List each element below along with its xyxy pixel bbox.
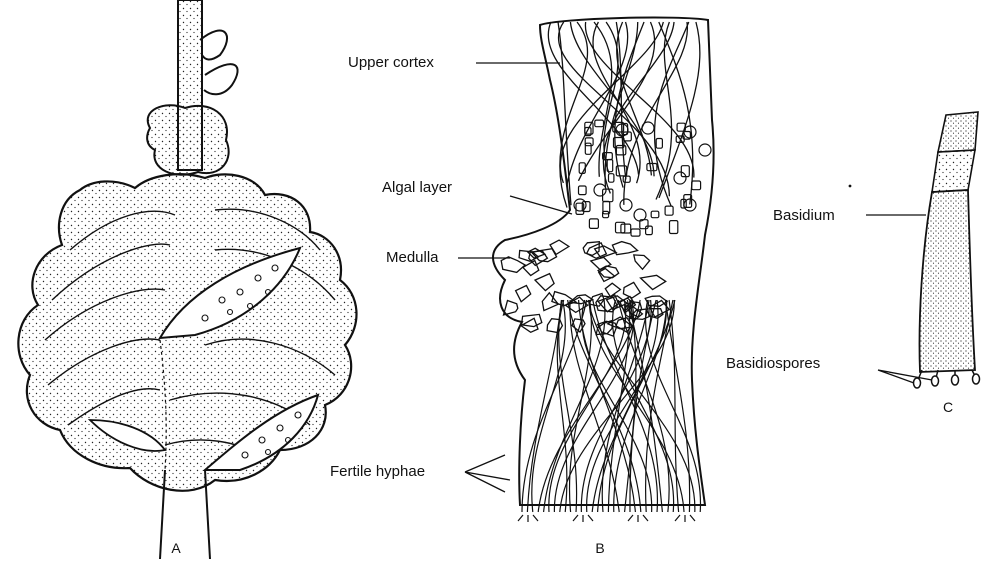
figure-c-basidium: Basidium Basidiospores C bbox=[726, 112, 980, 415]
label-algal-layer: Algal layer bbox=[382, 179, 452, 196]
figure-a-letter: A bbox=[171, 540, 181, 556]
figure-b-section: Upper cortex Algal layer Medulla Fertile… bbox=[330, 18, 714, 556]
stem-knot bbox=[147, 105, 229, 175]
basal-spore-tufts bbox=[518, 515, 695, 522]
label-upper-cortex: Upper cortex bbox=[348, 54, 434, 71]
leader-algal-layer bbox=[510, 196, 572, 214]
label-fertile-hyphae: Fertile hyphae bbox=[330, 463, 425, 480]
label-basidium: Basidium bbox=[773, 207, 835, 224]
leader-fertile-hyphae bbox=[465, 455, 510, 492]
figure-b-letter: B bbox=[595, 540, 604, 556]
label-medulla: Medulla bbox=[386, 249, 439, 266]
hypha-segment bbox=[938, 112, 978, 152]
figure-a-thallus: A bbox=[18, 0, 356, 559]
basidium-body bbox=[920, 190, 976, 372]
label-basidiospores: Basidiospores bbox=[726, 355, 820, 372]
section-outline bbox=[493, 18, 714, 505]
figure-c-letter: C bbox=[943, 399, 953, 415]
